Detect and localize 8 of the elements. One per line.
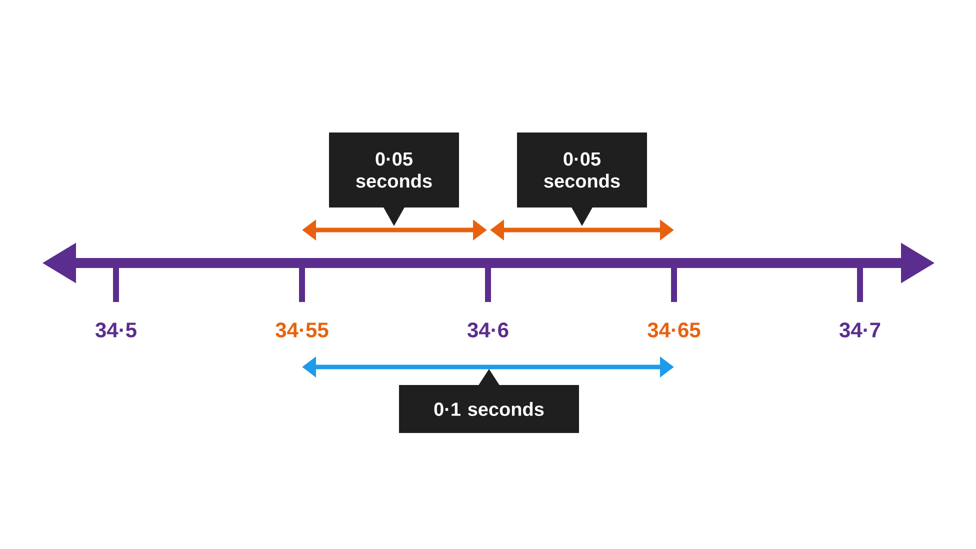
tick-label: 34·5 [95, 322, 136, 338]
callout-box: 0·1 seconds [399, 369, 579, 433]
tick-label: 34·65 [648, 322, 700, 338]
tick-label: 34·55 [276, 322, 328, 338]
callout-box: 0·05 seconds [517, 132, 647, 226]
tick-label: 34·6 [467, 322, 508, 338]
tick-label: 34·7 [839, 322, 880, 338]
callout-box: 0·05 seconds [329, 132, 459, 226]
